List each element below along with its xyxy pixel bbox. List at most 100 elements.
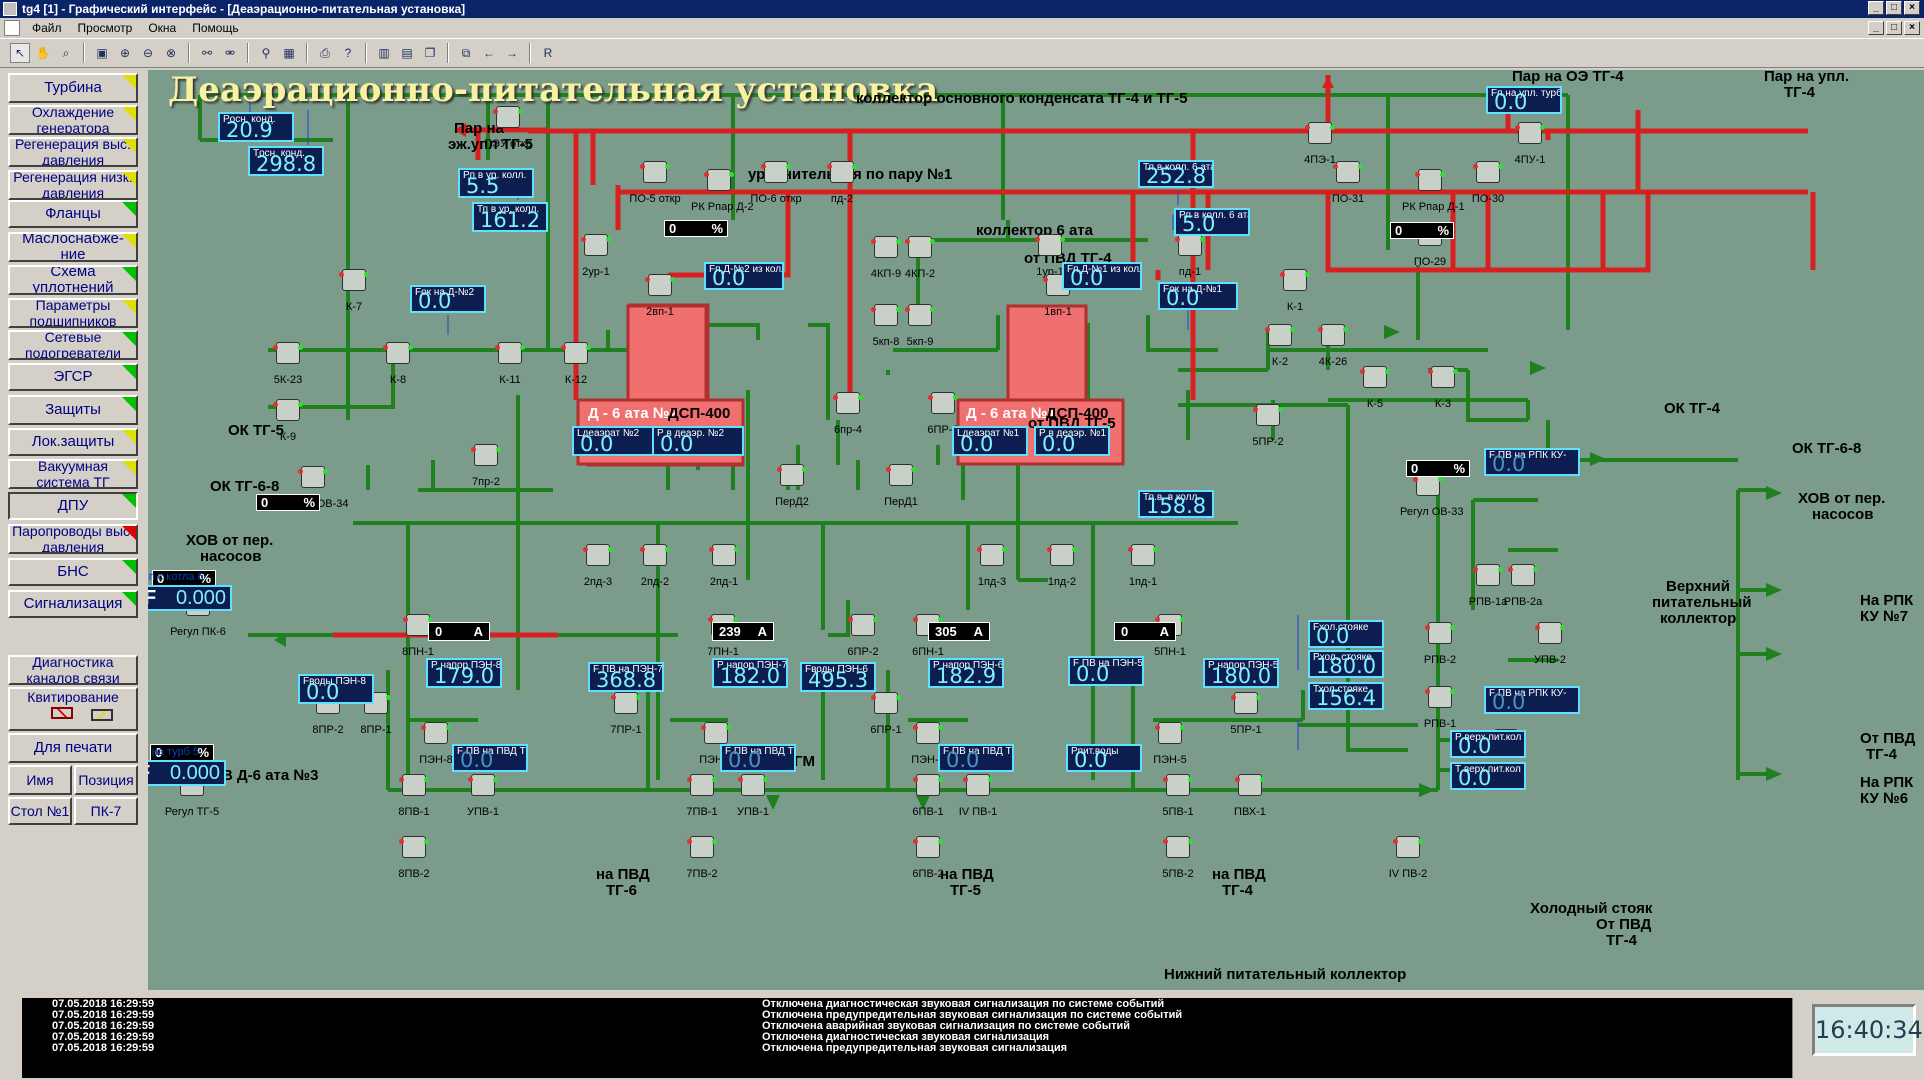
valve[interactable]: ПЭУ откр bbox=[484, 102, 532, 150]
sidebar-item-4[interactable]: Фланцы bbox=[8, 200, 138, 228]
pointer-tool-icon[interactable]: ↖ bbox=[10, 43, 30, 63]
valve[interactable]: 4КП-2 bbox=[902, 232, 938, 280]
valve[interactable]: К-2 bbox=[1262, 320, 1298, 368]
window-icon[interactable]: ⧉ bbox=[461, 45, 471, 60]
kvit-button[interactable]: Квитирование bbox=[8, 687, 138, 731]
valve[interactable]: 5К-23 bbox=[270, 338, 306, 386]
valve[interactable]: К-5 bbox=[1357, 362, 1393, 410]
sidebar-item-16[interactable]: Сигнализация bbox=[8, 590, 138, 618]
sidebar-item-2[interactable]: Регенерация выс. давления bbox=[8, 137, 138, 167]
valve[interactable]: 5кп-9 bbox=[902, 300, 938, 348]
minimize-button[interactable]: _ bbox=[1868, 1, 1884, 15]
close-button[interactable]: × bbox=[1904, 1, 1920, 15]
position-button[interactable]: Позиция bbox=[74, 765, 138, 795]
valve[interactable]: РПВ-2 bbox=[1422, 618, 1458, 666]
sidebar-item-12[interactable]: Вакуумная система ТГ bbox=[8, 459, 138, 489]
valve[interactable]: 6пр-4 bbox=[830, 388, 866, 436]
valve[interactable]: К-1 bbox=[1277, 265, 1313, 313]
valve[interactable]: ПерД1 bbox=[883, 460, 919, 508]
sidebar-item-9[interactable]: ЭГСР bbox=[8, 363, 138, 391]
menu-view[interactable]: Просмотр bbox=[77, 21, 133, 35]
valve[interactable]: 7пр-2 bbox=[468, 440, 504, 488]
valve[interactable]: ПО-5 откр bbox=[629, 157, 681, 205]
sidebar-item-10[interactable]: Защиты bbox=[8, 395, 138, 425]
valve[interactable]: ПерД2 bbox=[774, 460, 810, 508]
valve[interactable]: К-8 bbox=[380, 338, 416, 386]
valve[interactable]: 4КП-9 bbox=[868, 232, 904, 280]
hand-tool-icon[interactable]: ✋ bbox=[35, 46, 51, 60]
valve[interactable]: 5ПР-2 bbox=[1250, 400, 1286, 448]
sidebar-item-1[interactable]: Охлаждение генератора bbox=[8, 105, 138, 135]
help-icon[interactable]: ? bbox=[344, 46, 352, 60]
r-button[interactable]: R bbox=[543, 46, 553, 60]
valve[interactable]: 6ПР-2 bbox=[845, 610, 881, 658]
valve[interactable]: К-3 bbox=[1425, 362, 1461, 410]
valve[interactable]: 2пд-2 bbox=[637, 540, 673, 588]
zoom-out-icon[interactable]: ⊖ bbox=[142, 46, 154, 60]
sidebar-item-7[interactable]: Параметры подшипников bbox=[8, 298, 138, 328]
valve[interactable]: 7ПВ-2 bbox=[684, 832, 720, 880]
valve[interactable]: 4ПЭ-1 bbox=[1302, 118, 1338, 166]
valve[interactable]: К-11 bbox=[492, 338, 528, 386]
valve[interactable]: РПВ-1 bbox=[1422, 682, 1458, 730]
valve[interactable]: пд-1 bbox=[1172, 230, 1208, 278]
sidebar-item-8[interactable]: Сетевые подогреватели bbox=[8, 330, 138, 360]
valve[interactable]: 1пд-1 bbox=[1125, 540, 1161, 588]
maximize-button[interactable]: □ bbox=[1886, 1, 1902, 15]
binoculars-icon[interactable]: ⚲ bbox=[261, 46, 271, 60]
valve[interactable]: 4К-26 bbox=[1315, 320, 1351, 368]
valve[interactable]: РПВ-1а bbox=[1469, 560, 1507, 608]
print-icon[interactable]: ⎙ bbox=[320, 45, 330, 60]
valve[interactable]: 6ПВ-1 bbox=[910, 770, 946, 818]
menu-help[interactable]: Помощь bbox=[192, 21, 239, 35]
forward-arrow-icon[interactable]: → bbox=[506, 46, 518, 60]
valve[interactable]: 6ПР-3 bbox=[925, 388, 961, 436]
valve[interactable]: 1ур-1 bbox=[1032, 230, 1068, 278]
valve[interactable]: IV ПВ-1 bbox=[959, 770, 997, 818]
cascade-icon[interactable]: ❐ bbox=[424, 46, 436, 60]
valve[interactable]: 8ПН-1 bbox=[400, 610, 436, 658]
valve[interactable]: Регул ОВ-33 bbox=[1400, 470, 1464, 518]
valve[interactable]: IV ПВ-2 bbox=[1389, 832, 1427, 880]
valve[interactable]: 6ПВ-2 bbox=[910, 832, 946, 880]
name-button[interactable]: Имя bbox=[8, 765, 72, 795]
sidebar-item-3[interactable]: Регенерация низк. давления bbox=[8, 170, 138, 200]
valve[interactable]: 6ПР-1 bbox=[868, 688, 904, 736]
valve[interactable]: УПВ-1 bbox=[465, 770, 501, 818]
tile-vertical-icon[interactable]: ▥ bbox=[378, 46, 390, 60]
valve[interactable]: 5ПР-1 bbox=[1228, 688, 1264, 736]
doc-restore-button[interactable]: □ bbox=[1886, 21, 1902, 35]
valve[interactable]: 8ПВ-2 bbox=[396, 832, 432, 880]
doc-minimize-button[interactable]: _ bbox=[1868, 21, 1884, 35]
sidebar-item-11[interactable]: Лок.защиты bbox=[8, 428, 138, 456]
grid-icon[interactable]: ▦ bbox=[283, 46, 295, 60]
valve[interactable]: РПВ-2а bbox=[1504, 560, 1542, 608]
tile-horizontal-icon[interactable]: ▤ bbox=[401, 46, 413, 60]
valve[interactable]: 2ур-1 bbox=[578, 230, 614, 278]
back-arrow-icon[interactable]: ← bbox=[483, 46, 495, 60]
sidebar-item-15[interactable]: БНС bbox=[8, 558, 138, 586]
valve[interactable]: ПЭН-6 bbox=[910, 718, 946, 766]
sidebar-item-14[interactable]: Паропроводы выс. давления bbox=[8, 524, 138, 554]
valve[interactable]: РК Рпар Д-2 bbox=[691, 165, 754, 213]
valve[interactable]: Регул ОВ-34 bbox=[285, 462, 349, 510]
valve[interactable]: 8ПВ-1 bbox=[396, 770, 432, 818]
valve[interactable]: К-9 bbox=[270, 395, 306, 443]
link-icon[interactable]: ⚯ bbox=[201, 46, 213, 60]
valve[interactable]: 1пд-3 bbox=[974, 540, 1010, 588]
magnifier-icon[interactable]: ⌕ bbox=[62, 45, 70, 60]
valve[interactable]: 2пд-3 bbox=[580, 540, 616, 588]
valve[interactable]: ПО-31 bbox=[1330, 157, 1366, 205]
sidebar-item-5[interactable]: Маслоснабже-ние bbox=[8, 232, 138, 262]
print-button[interactable]: Для печати bbox=[8, 733, 138, 763]
zoom-fit-icon[interactable]: ⊗ bbox=[165, 46, 177, 60]
zoom-box-icon[interactable]: ▣ bbox=[96, 46, 108, 60]
log-scrollbar[interactable] bbox=[1792, 998, 1808, 1078]
valve[interactable]: К-12 bbox=[558, 338, 594, 386]
valve[interactable]: 5кп-8 bbox=[868, 300, 904, 348]
valve[interactable]: ПЭН-8 bbox=[418, 718, 454, 766]
valve[interactable]: 1пд-2 bbox=[1044, 540, 1080, 588]
valve[interactable]: 2вп-1 bbox=[642, 270, 678, 318]
valve[interactable]: ПЭН-5 bbox=[1152, 718, 1188, 766]
